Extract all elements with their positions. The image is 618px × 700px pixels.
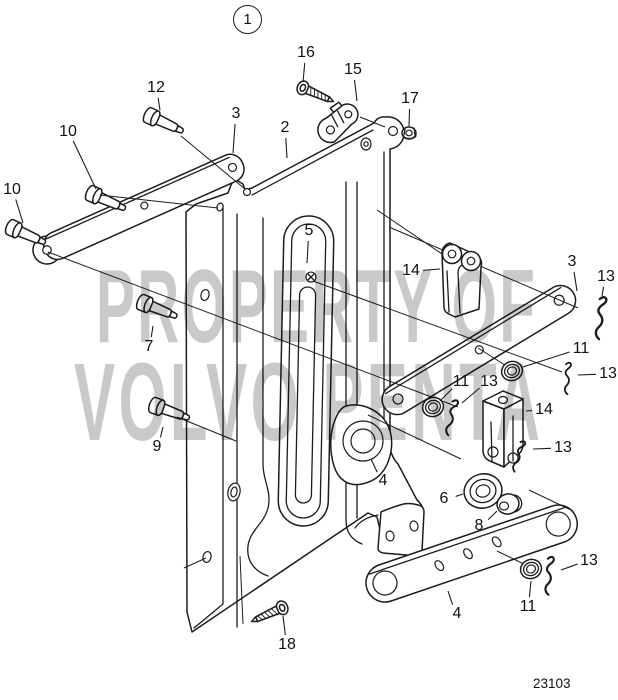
callout-label-15: 15 — [344, 61, 362, 78]
leader-line-13 — [601, 286, 605, 297]
link-plate — [277, 215, 335, 527]
callout-label-5: 5 — [304, 222, 314, 239]
clevis-lower — [482, 390, 524, 468]
leader-line-13 — [461, 387, 480, 404]
callout-label-10: 10 — [59, 123, 77, 140]
control-arm — [365, 504, 578, 603]
bushing-8 — [496, 493, 523, 515]
callout-label-18: 18 — [278, 636, 296, 653]
callout-label-10: 10 — [3, 181, 21, 198]
callout-label-11: 11 — [572, 340, 590, 357]
leader-line-3 — [573, 271, 578, 292]
leader-line-13 — [560, 563, 578, 571]
callout-label-7: 7 — [144, 338, 154, 355]
assembly-callout-number: 1 — [243, 11, 252, 28]
callout-label-11: 11 — [519, 598, 537, 615]
leader-line-13 — [577, 373, 597, 376]
clevis-upper — [441, 242, 483, 318]
bushing-6 — [463, 473, 503, 509]
leader-line-2 — [285, 137, 288, 159]
callout-label-17: 17 — [401, 90, 419, 107]
cable-clamp — [317, 101, 359, 144]
leader-line-4 — [370, 458, 378, 473]
leader-line-17 — [408, 108, 411, 127]
callout-label-8: 8 — [474, 517, 484, 534]
assembly-axis-lines — [47, 116, 579, 625]
drawing-number: 23103 — [533, 676, 571, 691]
callout-label-6: 6 — [439, 490, 449, 507]
leader-line-4 — [447, 590, 454, 605]
assembly-callout: 1 — [233, 5, 262, 34]
callout-label-3: 3 — [231, 105, 241, 122]
callout-label-11: 11 — [452, 373, 470, 390]
leader-line-10 — [72, 140, 97, 190]
leader-line-7 — [150, 325, 154, 338]
callout-label-13: 13 — [554, 439, 572, 456]
leader-line-11 — [528, 580, 532, 598]
washer-11a — [421, 396, 445, 418]
leader-line-6 — [455, 493, 464, 497]
callout-label-12: 12 — [147, 79, 165, 96]
washer-11c — [519, 558, 543, 580]
leader-line-16 — [302, 62, 306, 83]
pivot-bracket — [330, 404, 393, 486]
callout-label-14: 14 — [402, 262, 420, 279]
leader-line-12 — [157, 97, 161, 111]
leader-line-5 — [306, 240, 309, 264]
callout-label-13: 13 — [599, 365, 617, 382]
leader-line-10 — [15, 199, 24, 224]
leader-line-15 — [353, 79, 358, 102]
callout-label-16: 16 — [297, 44, 315, 61]
callout-label-13: 13 — [580, 552, 598, 569]
leader-line-3 — [232, 123, 236, 154]
washer-11b — [500, 360, 524, 382]
callout-label-2: 2 — [280, 119, 290, 136]
leader-line-9 — [159, 426, 164, 438]
callout-label-4: 4 — [452, 605, 462, 622]
leader-line-8 — [487, 510, 498, 520]
leader-line-11 — [439, 388, 453, 402]
callout-label-3: 3 — [567, 253, 577, 270]
lock-nut — [401, 126, 417, 140]
right-strap — [381, 284, 577, 416]
callout-label-9: 9 — [152, 438, 162, 455]
leader-line-11 — [522, 351, 570, 368]
lower-tab-bracket — [354, 502, 425, 557]
leader-line-14 — [422, 268, 441, 271]
callout-label-4: 4 — [378, 472, 388, 489]
callout-label-14: 14 — [535, 401, 553, 418]
callout-label-13: 13 — [597, 268, 615, 285]
leader-line-13 — [532, 447, 552, 450]
leader-line-18 — [282, 615, 286, 636]
callout-label-13: 13 — [480, 373, 498, 390]
upper-strap — [32, 153, 245, 265]
